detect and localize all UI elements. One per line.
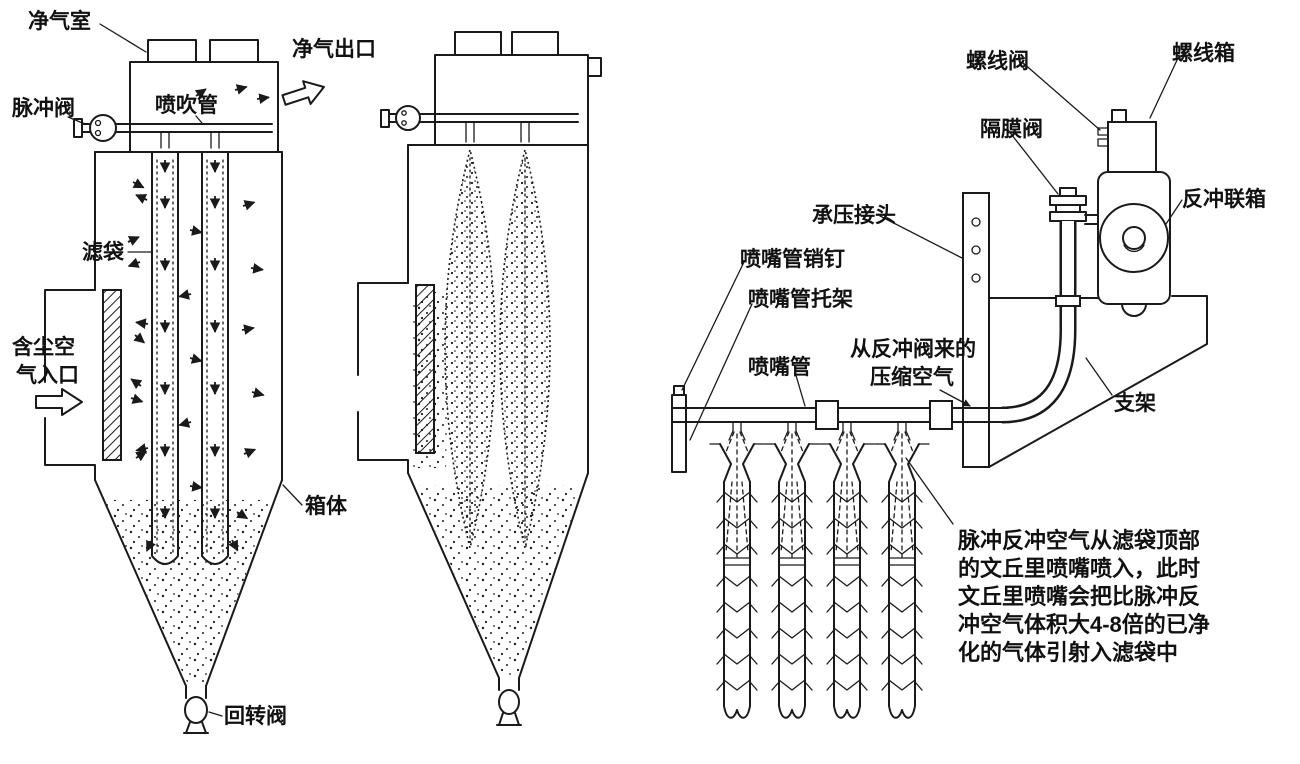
labels-right: 螺线阀 螺线箱 隔膜阀 承压接头 喷嘴管销钉 喷嘴管托架 喷嘴管 从反冲阀来的 …	[740, 41, 1266, 665]
dusty-air-inlet-arrow	[35, 388, 83, 416]
backflush-manifold	[1099, 203, 1169, 317]
clean-air-chamber-2	[407, 31, 602, 146]
label-dusty-air-inlet-2: 气入口	[15, 363, 79, 387]
label-nozzle-pipe-pin: 喷嘴管销钉	[740, 247, 845, 271]
label-solenoid-box: 螺线箱	[1172, 41, 1235, 65]
airflow-arrows	[127, 84, 270, 552]
rotary-valve	[183, 685, 209, 734]
label-dusty-air-inlet-1: 含尘空	[12, 335, 75, 359]
note-line-4: 冲空气体积大4-8倍的已净	[958, 612, 1210, 637]
hopper-dust-2	[415, 485, 583, 675]
support-plate	[962, 192, 990, 468]
label-compressed-air-2: 压缩空气	[870, 365, 954, 389]
nozzle-pipe	[671, 400, 1009, 430]
clean-air-outlet-arrow	[281, 80, 325, 106]
baghouse-cleaning-diagram	[35, 39, 325, 734]
note-line-5: 化的气体引射入滤袋中	[958, 640, 1178, 665]
elbow-pipe	[1001, 221, 1081, 424]
label-clean-air-outlet: 净气出口	[292, 37, 376, 61]
inflated-filter-bags	[444, 149, 551, 549]
housing-body	[44, 151, 283, 687]
venturi-bag-units	[709, 421, 930, 719]
label-backflush-manifold: 反冲联箱	[1182, 187, 1266, 211]
label-housing: 箱体	[305, 494, 348, 518]
leader-lines-detail	[681, 57, 1183, 525]
label-solenoid-valve: 螺线阀	[966, 49, 1029, 73]
filter-bag-right	[201, 151, 229, 565]
baghouse-filtering-diagram	[357, 31, 602, 726]
label-rotary-valve: 回转阀	[224, 704, 287, 728]
blow-pipe-2	[419, 113, 579, 143]
label-nozzle-pipe-bracket: 喷嘴管托架	[748, 287, 853, 311]
rotary-valve-2	[496, 677, 522, 726]
label-compressed-air-1: 从反冲阀来的	[850, 337, 976, 361]
filter-bag-left	[151, 151, 179, 565]
solenoid-box	[1097, 109, 1157, 173]
pulse-jet-detail-diagram	[671, 57, 1208, 719]
nozzle-pipe-bracket	[671, 385, 687, 473]
hopper-dust	[104, 500, 274, 682]
label-blow-pipe: 喷吹管	[155, 93, 218, 117]
support-bracket	[988, 295, 1208, 468]
note-line-2: 的文丘里喷嘴喷入，此时	[958, 556, 1200, 581]
clean-air-chamber	[94, 39, 283, 153]
label-clean-air-chamber: 净气室	[28, 9, 91, 33]
pulse-valve	[73, 114, 117, 142]
support-plate-holes	[971, 217, 981, 283]
label-support: 支架	[1114, 392, 1156, 415]
pulse-valve-2	[380, 105, 421, 131]
inlet-dust-cloud	[412, 290, 450, 468]
note-line-1: 脉冲反冲空气从滤袋顶部	[957, 528, 1200, 553]
housing-body-2	[357, 144, 589, 679]
label-pressure-joint: 承压接头	[812, 204, 896, 227]
labels-left: 净气室 净气出口 脉冲阀 喷吹管 滤袋 含尘空 气入口 箱体 回转阀	[11, 9, 376, 728]
label-filter-bag: 滤袋	[82, 240, 125, 264]
note-line-3: 文丘里喷嘴会把比脉冲反	[958, 584, 1200, 609]
label-pulse-valve: 脉冲阀	[11, 96, 75, 120]
label-diaphragm-valve: 隔膜阀	[980, 117, 1043, 141]
blow-pipe	[115, 123, 273, 149]
inlet-baffle-plate	[102, 289, 122, 461]
label-nozzle-pipe: 喷嘴管	[748, 355, 811, 379]
note-text: 脉冲反冲空气从滤袋顶部 的文丘里喷嘴喷入，此时 文丘里喷嘴会把比脉冲反 冲空气体…	[957, 528, 1210, 665]
